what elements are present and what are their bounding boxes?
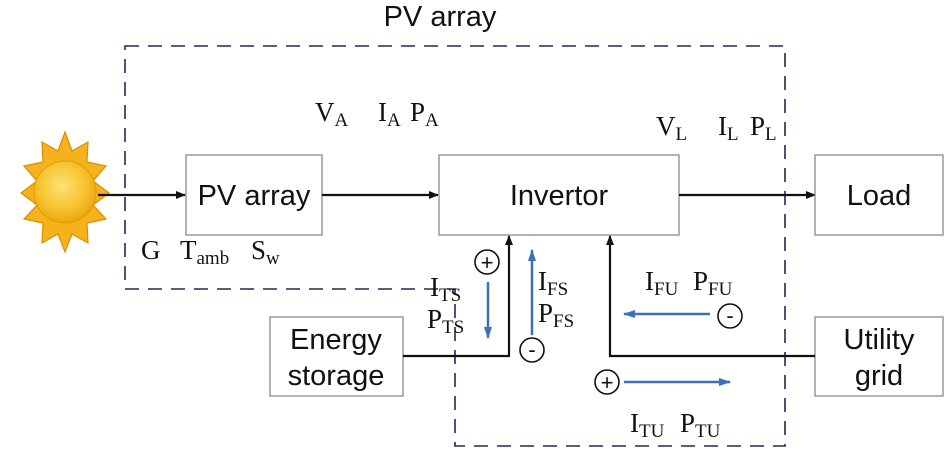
svg-text:+: + bbox=[601, 370, 614, 395]
diagram-title: PV array bbox=[384, 1, 497, 33]
label-storage-current-from: IFS bbox=[538, 266, 568, 300]
label-grid-power-from: PFU bbox=[693, 266, 733, 300]
label-load-power: PL bbox=[750, 111, 777, 145]
invertor-label: Invertor bbox=[510, 180, 609, 212]
utility-grid-block: Utility grid bbox=[814, 316, 944, 397]
plus-sign-grid: + bbox=[594, 369, 620, 395]
svg-text:+: + bbox=[481, 250, 494, 275]
label-array-current: IA bbox=[378, 97, 401, 131]
pv-array-label: PV array bbox=[198, 180, 311, 212]
label-storage-power-to: PTS bbox=[427, 304, 464, 338]
label-load-voltage: VL bbox=[656, 111, 687, 145]
svg-text:-: - bbox=[726, 303, 733, 328]
label-grid-current-to: ITU bbox=[630, 408, 665, 442]
grid-to-invertor-line bbox=[606, 235, 815, 358]
label-array-voltage: VA bbox=[315, 97, 349, 131]
label-grid-current-from: IFU bbox=[645, 266, 679, 300]
load-label: Load bbox=[847, 180, 912, 212]
energy-storage-label-line2: storage bbox=[288, 360, 385, 392]
energy-storage-block: Energy storage bbox=[269, 316, 404, 397]
plus-sign-storage: + bbox=[474, 249, 500, 275]
utility-grid-label-line1: Utility bbox=[844, 324, 915, 356]
label-wind-speed: Sw bbox=[251, 235, 280, 269]
label-array-power: PA bbox=[410, 97, 439, 131]
storage-to-invertor-line bbox=[403, 235, 513, 358]
label-irradiance: G bbox=[141, 235, 161, 265]
minus-sign-grid: - bbox=[717, 303, 743, 329]
svg-text:-: - bbox=[528, 337, 535, 362]
minus-sign-storage: - bbox=[519, 337, 545, 363]
label-storage-power-from: PFS bbox=[538, 298, 574, 332]
invertor-block: Invertor bbox=[438, 154, 680, 236]
energy-storage-label-line1: Energy bbox=[290, 324, 382, 356]
sun-icon bbox=[20, 130, 110, 254]
utility-grid-label-line2: grid bbox=[855, 360, 903, 392]
pv-array-block: PV array bbox=[185, 154, 323, 236]
label-ambient-temp: Tamb bbox=[180, 235, 229, 269]
pv-array-boundary bbox=[124, 45, 786, 447]
load-block: Load bbox=[814, 154, 944, 236]
label-storage-current-to: ITS bbox=[430, 272, 461, 306]
label-load-current: IL bbox=[718, 111, 739, 145]
label-grid-power-to: PTU bbox=[680, 408, 721, 442]
